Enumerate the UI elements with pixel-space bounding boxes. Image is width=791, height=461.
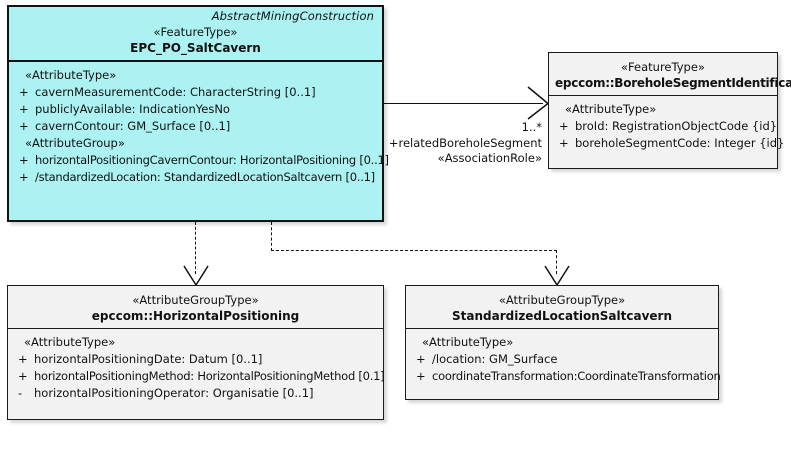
attribute-text: cavernContour: GM_Surface [0..1] <box>35 119 231 133</box>
attribute-text: cavernMeasurementCode: CharacterString [… <box>35 85 316 99</box>
association-role-label: +relatedBoreholeSegment <box>388 136 542 151</box>
attribute-row[interactable]: + horizontalPositioningDate: Datum [0..1… <box>12 351 379 368</box>
attribute-row[interactable]: + broId: RegistrationObjectCode {id} <box>553 118 777 135</box>
attribute-row[interactable]: + cavernContour: GM_Surface [0..1] <box>13 118 378 135</box>
attribute-visibility: + <box>18 369 28 383</box>
dependency-line-standardized-location-drop <box>556 250 557 274</box>
class-standardized-location-saltcavern[interactable]: «AttributeGroupType» StandardizedLocatio… <box>405 285 721 400</box>
attribute-visibility: + <box>559 119 569 133</box>
attribute-row[interactable]: + coordinateTransformation:CoordinateTra… <box>410 368 721 385</box>
attribute-visibility: + <box>18 352 28 366</box>
association-stereotype-text: «AssociationRole» <box>437 151 542 165</box>
attribute-row[interactable]: + publiclyAvailable: IndicationYesNo <box>13 101 378 118</box>
attribute-text: horizontalPositioningDate: Datum [0..1] <box>34 352 263 366</box>
dependency-line-standardized-location-horizontal <box>271 250 557 251</box>
dependency-line-horizontal-positioning <box>195 222 196 274</box>
class-name: EPC_PO_SaltCavern <box>130 41 261 55</box>
attribute-text: broId: RegistrationObjectCode {id} <box>575 119 778 133</box>
class-header-horizontal-positioning: «AttributeGroupType» epccom::HorizontalP… <box>8 286 383 329</box>
class-body-standardized-location-saltcavern: «AttributeType» + /location: GM_Surface … <box>406 329 721 390</box>
class-body-borehole-segment-identification: «AttributeType» + broId: RegistrationObj… <box>549 96 784 157</box>
class-stereotype: «FeatureType» <box>153 25 238 39</box>
attribute-group-label: «AttributeType» <box>565 102 657 116</box>
attribute-text: horizontalPositioningOperator: Organisat… <box>34 386 314 400</box>
class-stereotype: «FeatureType» <box>621 60 705 74</box>
association-multiplicity-label: 1..* <box>400 120 542 135</box>
class-name: epccom::BoreholeSegmentIdentification <box>555 76 791 90</box>
class-horizontal-positioning[interactable]: «AttributeGroupType» epccom::HorizontalP… <box>7 285 385 420</box>
attribute-visibility: + <box>416 352 426 366</box>
class-header-epc-po-saltcavern: AbstractMiningConstruction «FeatureType»… <box>9 7 382 62</box>
frame-title: AbstractMiningConstruction <box>211 9 374 23</box>
attribute-group-label: «AttributeType» <box>422 335 514 349</box>
attribute-visibility: + <box>19 153 29 167</box>
attribute-row[interactable]: + /standardizedLocation: StandardizedLoc… <box>13 169 378 186</box>
attribute-text: publiclyAvailable: IndicationYesNo <box>35 102 230 116</box>
class-header-standardized-location-saltcavern: «AttributeGroupType» StandardizedLocatio… <box>406 286 718 329</box>
attribute-visibility: + <box>416 369 426 383</box>
attribute-text: /location: GM_Surface <box>432 352 558 366</box>
attribute-group-label: «AttributeGroup» <box>25 136 125 150</box>
attribute-row[interactable]: + /location: GM_Surface <box>410 351 714 368</box>
attribute-visibility: - <box>18 386 23 400</box>
class-stereotype: «AttributeGroupType» <box>132 293 259 307</box>
attribute-visibility: + <box>19 102 29 116</box>
class-stereotype: «AttributeGroupType» <box>498 293 626 307</box>
attribute-text: boreholeSegmentCode: Integer {id} <box>575 136 785 150</box>
dependency-line-standardized-location-stub <box>271 222 272 251</box>
attribute-visibility: + <box>559 136 569 150</box>
attribute-visibility: + <box>19 85 29 99</box>
attribute-row[interactable]: + horizontalPositioningCavernContour: Ho… <box>13 152 389 169</box>
class-body-epc-po-saltcavern: «AttributeType» + cavernMeasurementCode:… <box>9 62 389 191</box>
attribute-row[interactable]: - horizontalPositioningOperator: Organis… <box>12 385 379 402</box>
attribute-row[interactable]: + cavernMeasurementCode: CharacterString… <box>13 84 378 101</box>
attribute-group-label: «AttributeType» <box>24 335 116 349</box>
attribute-visibility: + <box>19 119 29 133</box>
class-borehole-segment-identification[interactable]: «FeatureType» epccom::BoreholeSegmentIde… <box>548 52 791 169</box>
class-name: StandardizedLocationSaltcavern <box>451 309 672 323</box>
attribute-row[interactable]: + horizontalPositioningMethod: Horizonta… <box>12 368 385 385</box>
class-body-horizontal-positioning: «AttributeType» + horizontalPositioningD… <box>8 329 385 407</box>
association-line <box>383 103 543 105</box>
role-name-text: +relatedBoreholeSegment <box>388 136 542 150</box>
class-epc-po-saltcavern[interactable]: AbstractMiningConstruction «FeatureType»… <box>7 5 389 222</box>
multiplicity-text: 1..* <box>521 120 542 134</box>
attribute-group-label: «AttributeType» <box>25 68 117 82</box>
attribute-text: coordinateTransformation:CoordinateTrans… <box>432 369 721 383</box>
attribute-text: /standardizedLocation: StandardizedLocat… <box>35 170 375 184</box>
class-header-borehole-segment-identification: «FeatureType» epccom::BoreholeSegmentIde… <box>549 53 791 96</box>
attribute-text: horizontalPositioningMethod: HorizontalP… <box>34 369 385 383</box>
class-name: epccom::HorizontalPositioning <box>91 309 300 323</box>
association-stereotype-label: «AssociationRole» <box>388 151 542 166</box>
attribute-visibility: + <box>19 170 29 184</box>
attribute-text: horizontalPositioningCavernContour: Hori… <box>35 153 389 167</box>
attribute-row[interactable]: + boreholeSegmentCode: Integer {id} <box>553 135 784 152</box>
